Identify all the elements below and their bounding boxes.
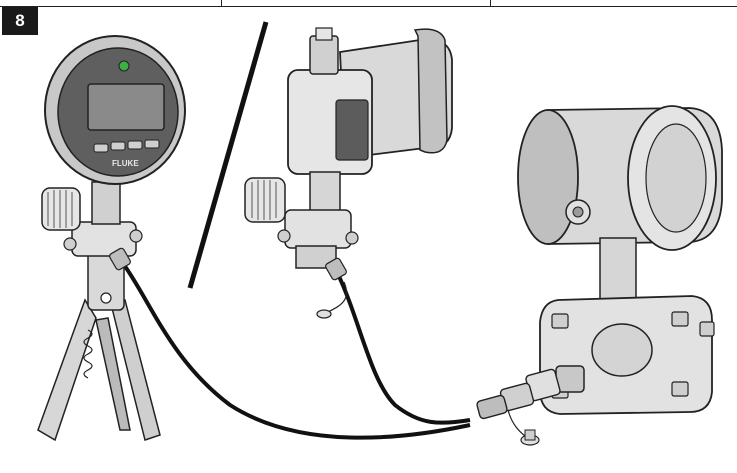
pump-leg-left: [37, 298, 97, 442]
connector-hose-end: [476, 394, 508, 420]
frame-divider-left: [221, 0, 222, 7]
gauge-button-1[interactable]: [93, 143, 109, 153]
module-cap-tether: [327, 281, 348, 313]
transmitter-conduit-hole: [572, 206, 584, 218]
figure-number-badge: 8: [2, 7, 38, 35]
pump-vernier-knob: [41, 187, 81, 231]
module-port-right: [345, 231, 359, 245]
transmitter-neck: [599, 237, 637, 301]
module-port-left: [277, 229, 291, 243]
pump-pivot: [100, 292, 112, 304]
hose-left: [120, 260, 471, 440]
gauge-button-4[interactable]: [144, 139, 160, 149]
module-pump-stem: [295, 245, 337, 269]
hand-pump-assembly: FLUKE: [37, 35, 186, 442]
hose-right: [335, 271, 471, 425]
transmitter-cover-inner: [645, 123, 707, 233]
pressure-module-assembly: [244, 27, 453, 319]
pump-spring: [83, 329, 93, 379]
module-display: [335, 99, 369, 161]
module-end-cap: [413, 28, 448, 154]
pressure-transmitter: [476, 105, 723, 446]
module-neck: [309, 171, 341, 213]
pump-handle: [95, 317, 131, 431]
pump-side-port-left: [63, 237, 77, 251]
module-hose-fitting: [325, 257, 347, 281]
transmitter-rear-cover: [517, 109, 579, 245]
flange-bolt-3: [671, 311, 689, 327]
connector-tether: [507, 409, 526, 437]
transmitter-process-adapter: [555, 365, 585, 393]
transmitter-diaphragm: [591, 323, 653, 377]
gauge-status-led-icon: [118, 60, 130, 72]
module-dust-cap: [316, 309, 332, 319]
separator-line: [187, 21, 269, 289]
gauge-button-2[interactable]: [110, 141, 126, 151]
transmitter-vent-valve: [699, 321, 715, 337]
gauge-brand-label: FLUKE: [112, 159, 139, 168]
gauge-display: [87, 83, 165, 131]
frame-divider-right: [490, 0, 491, 7]
connector-plug-stem: [524, 429, 536, 441]
flange-bolt-4: [671, 381, 689, 397]
flange-bolt-1: [551, 313, 569, 329]
gauge-neck: [91, 181, 121, 225]
gauge-button-3[interactable]: [127, 140, 143, 150]
top-frame-line: [0, 0, 737, 7]
module-pump-knob: [244, 177, 286, 223]
pump-hose-fitting: [109, 247, 131, 271]
pump-manifold: [71, 221, 137, 257]
module-pump-manifold: [284, 209, 352, 249]
module-top-nut: [315, 27, 333, 41]
pump-side-port-right: [129, 229, 143, 243]
module-top-fitting: [309, 35, 339, 75]
